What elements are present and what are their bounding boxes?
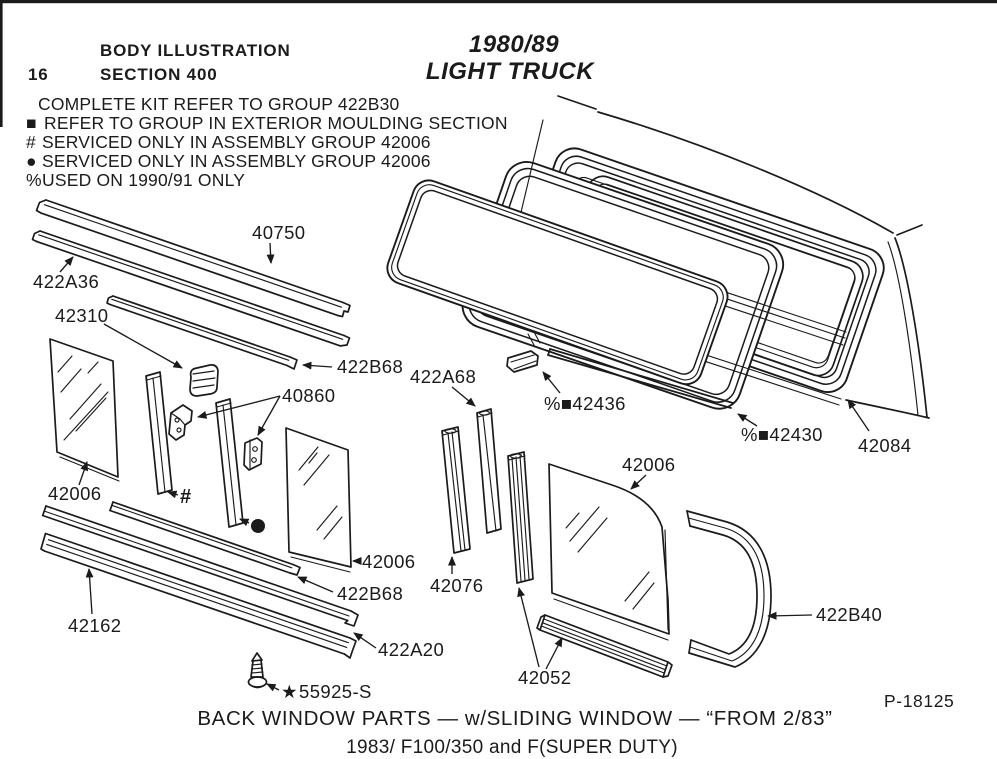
hash-marker: # xyxy=(180,486,191,508)
glass-pane-center xyxy=(285,427,352,573)
svg-text:%USED ON 1990/91 ONLY: %USED ON 1990/91 ONLY xyxy=(26,170,245,190)
plate-number: P-18125 xyxy=(884,691,954,711)
clip-42310 xyxy=(189,364,219,397)
part-label-42162: 42162 xyxy=(68,615,121,636)
clip-bracket xyxy=(168,404,193,441)
svg-text:■REFER TO GROUP IN EXTERIOR MO: ■ REFER TO GROUP IN EXTERIOR MOULDING SEC… xyxy=(26,113,508,133)
svg-text:#SERVICED ONLY IN ASSEMBLY GRO: # SERVICED ONLY IN ASSEMBLY GROUP 42006 xyxy=(26,132,431,152)
break-marks xyxy=(527,331,541,346)
part-label-422a68: 422A68 xyxy=(410,366,476,387)
page-number: 16 xyxy=(28,65,49,84)
channel-ribbed xyxy=(507,451,534,584)
part-label-40860: 40860 xyxy=(282,385,335,406)
legend-item-text: USED ON 1990/91 ONLY xyxy=(42,170,245,190)
star-icon: ★ xyxy=(281,681,298,702)
rail-422a20 xyxy=(41,505,359,627)
caption-line2: 1983/ F100/350 and F(SUPER DUTY) xyxy=(346,737,678,758)
moulding-422a36 xyxy=(31,230,351,347)
part-label-42436: %■42436 xyxy=(544,393,626,414)
legend-item-text: SERVICED ONLY IN ASSEMBLY GROUP 42006 xyxy=(42,132,431,152)
part-label-40750: 40750 xyxy=(252,222,305,243)
left-border xyxy=(0,0,3,127)
glass-pane-left xyxy=(49,338,120,482)
part-label-42084: 42084 xyxy=(858,435,911,456)
part-label-422b68-upper: 422B68 xyxy=(337,356,403,377)
bullet-symbol: ● xyxy=(26,151,37,171)
percent-symbol: % xyxy=(26,170,42,190)
track-42162 xyxy=(40,532,357,659)
part-label-422b40: 422B40 xyxy=(816,604,882,625)
glass-pane-quarter xyxy=(548,463,670,641)
part-label-42006-quarter: 42006 xyxy=(622,454,675,475)
channel-422a68 xyxy=(476,408,502,534)
strip-42052 xyxy=(536,614,673,678)
part-label-42310: 42310 xyxy=(55,305,108,326)
part-label-55925: 55925-S xyxy=(299,681,372,702)
channel-42076 xyxy=(441,426,471,554)
strip-42436 xyxy=(506,348,734,409)
part-label-422b68-lower: 422B68 xyxy=(337,583,403,604)
weatherstrip-422b40 xyxy=(686,510,772,668)
clip-40860 xyxy=(243,437,263,471)
section-label: SECTION 400 xyxy=(100,65,217,84)
hash-symbol: # xyxy=(26,132,36,152)
top-border xyxy=(0,0,997,4)
moulding-40750 xyxy=(35,199,351,318)
glass-run-frame xyxy=(386,179,729,386)
legend: COMPLETE KIT REFER TO GROUP 422B30 ■ REFE… xyxy=(26,94,508,190)
part-label-42076: 42076 xyxy=(430,575,483,596)
model-line: LIGHT TRUCK xyxy=(426,58,595,85)
caption-line1: BACK WINDOW PARTS — w/SLIDING WINDOW — “… xyxy=(197,707,832,730)
legend-item-text: REFER TO GROUP IN EXTERIOR MOULDING SECT… xyxy=(44,113,508,133)
model-year: 1980/89 xyxy=(469,31,559,58)
part-label-42052: 42052 xyxy=(518,667,571,688)
callout-arrows xyxy=(59,242,870,692)
division-bar-a xyxy=(145,371,173,495)
svg-text:COMPLETE KIT REFER TO GROUP 42: COMPLETE KIT REFER TO GROUP 422B30 xyxy=(38,94,400,114)
part-label-422a36: 422A36 xyxy=(33,271,99,292)
legend-item-text: SERVICED ONLY IN ASSEMBLY GROUP 42006 xyxy=(42,151,431,171)
page-title: BODY ILLUSTRATION xyxy=(100,41,291,60)
square-symbol: ■ xyxy=(26,113,37,133)
channel-422b68-upper xyxy=(106,295,298,370)
screw xyxy=(247,652,268,689)
part-label-42006-left: 42006 xyxy=(48,483,101,504)
part-label-42006-middle: 42006 xyxy=(362,551,415,572)
legend-item-text: COMPLETE KIT REFER TO GROUP 422B30 xyxy=(38,94,400,114)
bullet-marker xyxy=(251,519,265,533)
part-label-422a20: 422A20 xyxy=(378,639,444,660)
division-bar-b xyxy=(215,398,244,528)
part-label-42430: %■42430 xyxy=(741,424,823,445)
svg-text:●SERVICED ONLY IN ASSEMBLY GRO: ●SERVICED ONLY IN ASSEMBLY GROUP 42006 xyxy=(26,151,431,171)
channel-422b68-lower xyxy=(109,501,301,576)
